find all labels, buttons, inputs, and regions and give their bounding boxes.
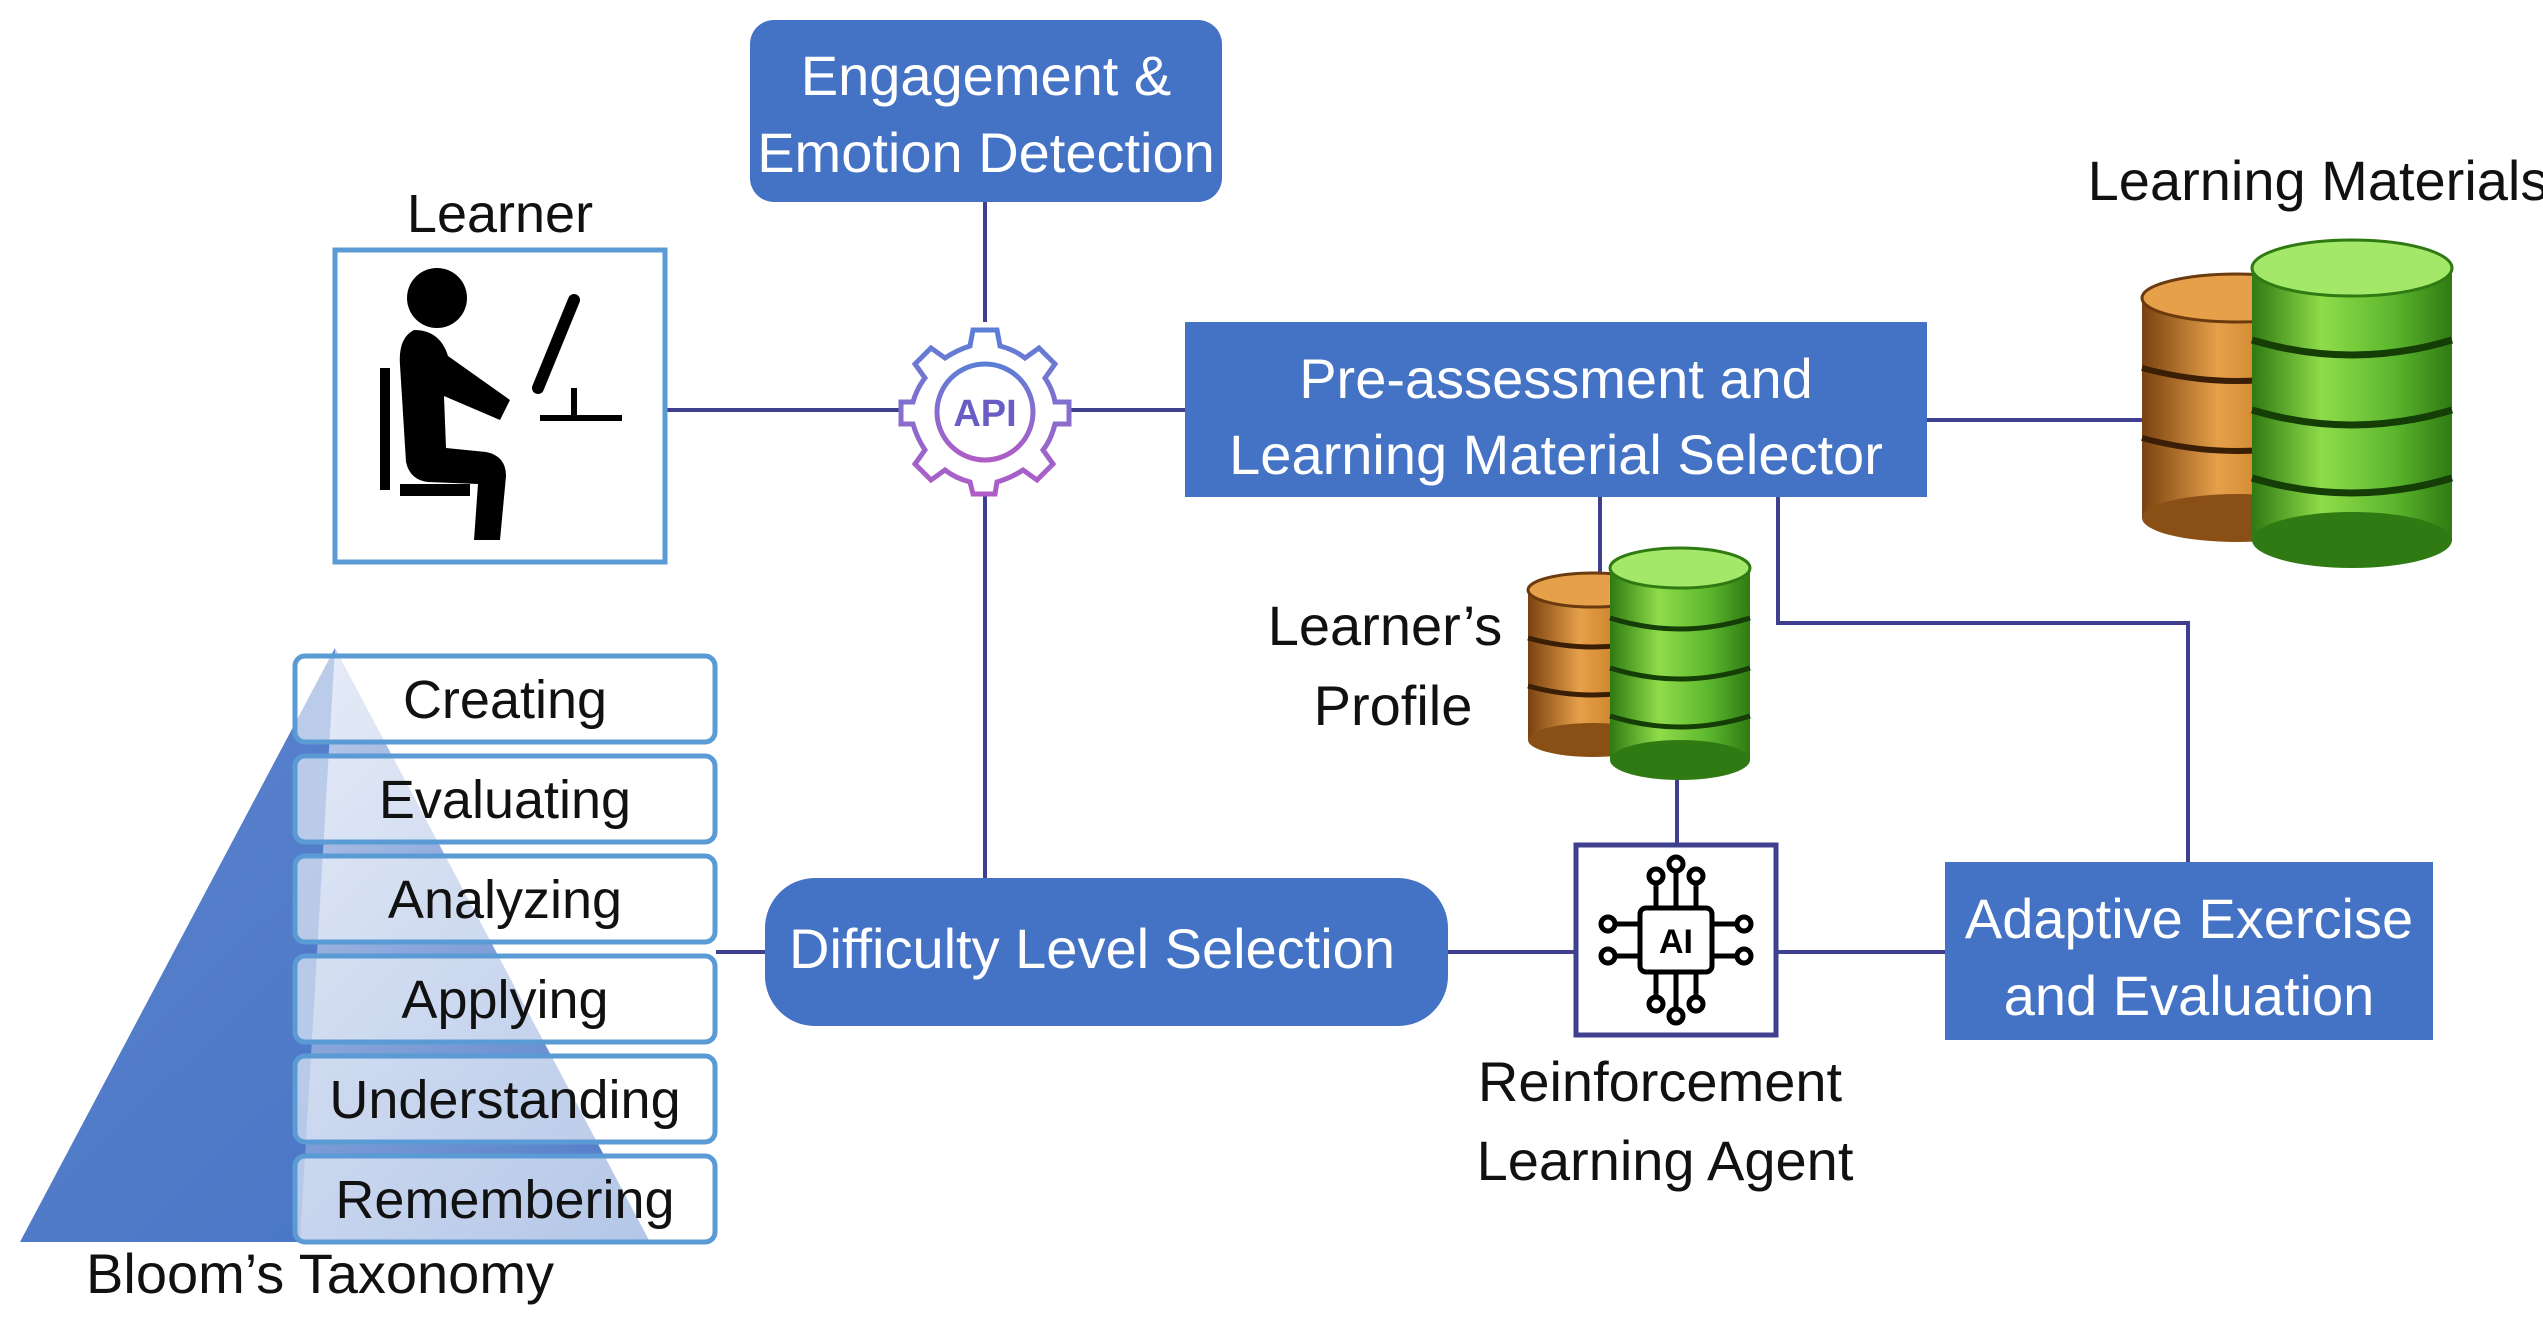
- learner-label: Learner: [407, 184, 593, 244]
- bloom-level-label: Analyzing: [388, 870, 622, 930]
- bloom-level-box: [292, 753, 718, 845]
- adaptive-node: Adaptive Exercise and Evaluation: [1945, 862, 2433, 1040]
- selector-label-line2: Learning Material Selector: [1229, 423, 1883, 486]
- database-icon: [2140, 238, 2454, 568]
- api-gear-icon: API: [898, 327, 1072, 497]
- bloom-taxonomy-node: CreatingEvaluatingAnalyzingApplyingUnder…: [20, 648, 718, 1305]
- bloom-level-box: [292, 1053, 718, 1145]
- engagement-label-line2: Emotion Detection: [757, 121, 1215, 184]
- api-label: API: [953, 393, 1016, 435]
- bloom-level-box: [292, 653, 718, 745]
- adaptive-box: [1945, 862, 2433, 1040]
- adaptive-label-line1: Adaptive Exercise: [1965, 887, 2413, 950]
- bloom-level-label: Understanding: [329, 1070, 680, 1130]
- engagement-box: [750, 20, 1222, 202]
- bloom-level-label: Remembering: [335, 1170, 674, 1230]
- learning-materials-node: Learning Materials: [2088, 149, 2543, 568]
- difficulty-node: Difficulty Level Selection: [765, 878, 1448, 1026]
- api-node: API: [898, 327, 1072, 497]
- person-at-computer-icon: [380, 268, 622, 540]
- adaptive-label-line2: and Evaluation: [2004, 964, 2375, 1027]
- engagement-label-line1: Engagement &: [801, 44, 1171, 107]
- bloom-level-box: [292, 853, 718, 945]
- materials-label: Learning Materials: [2088, 149, 2543, 212]
- agent-label-line2: Learning Agent: [1477, 1129, 1854, 1192]
- bloom-level-box: [292, 953, 718, 1045]
- selector-node: Pre-assessment and Learning Material Sel…: [1185, 322, 1927, 497]
- profile-label-line2: Profile: [1314, 674, 1473, 737]
- bloom-level-label: Applying: [401, 970, 608, 1030]
- bloom-level-label: Evaluating: [379, 770, 631, 830]
- profile-label-line1: Learner’s: [1268, 594, 1503, 657]
- engagement-node: Engagement & Emotion Detection: [750, 20, 1222, 202]
- connector-selector-adaptive: [1776, 497, 2190, 862]
- bloom-levels: CreatingEvaluatingAnalyzingApplyingUnder…: [292, 653, 718, 1245]
- database-icon: [1526, 546, 1752, 780]
- bloom-level-box: [292, 1153, 718, 1245]
- agent-label-line1: Reinforcement: [1478, 1050, 1843, 1113]
- ai-chip-icon: [1598, 854, 1754, 1026]
- selector-label-line1: Pre-assessment and: [1299, 347, 1813, 410]
- connectors: [665, 202, 2190, 954]
- bloom-level-label: Creating: [403, 670, 607, 730]
- selector-box: [1185, 322, 1927, 497]
- learner-profile-node: Learner’s Profile: [1268, 546, 1752, 780]
- difficulty-label: Difficulty Level Selection: [789, 917, 1395, 980]
- rl-agent-node: AI Reinforcement Learning Agent: [1477, 842, 1854, 1192]
- difficulty-box: [765, 878, 1448, 1026]
- learner-node: Learner: [332, 184, 668, 565]
- bloom-title: Bloom’s Taxonomy: [86, 1242, 554, 1305]
- agent-icon-text: AI: [1659, 923, 1693, 961]
- bloom-pyramid-shade: [20, 648, 335, 1242]
